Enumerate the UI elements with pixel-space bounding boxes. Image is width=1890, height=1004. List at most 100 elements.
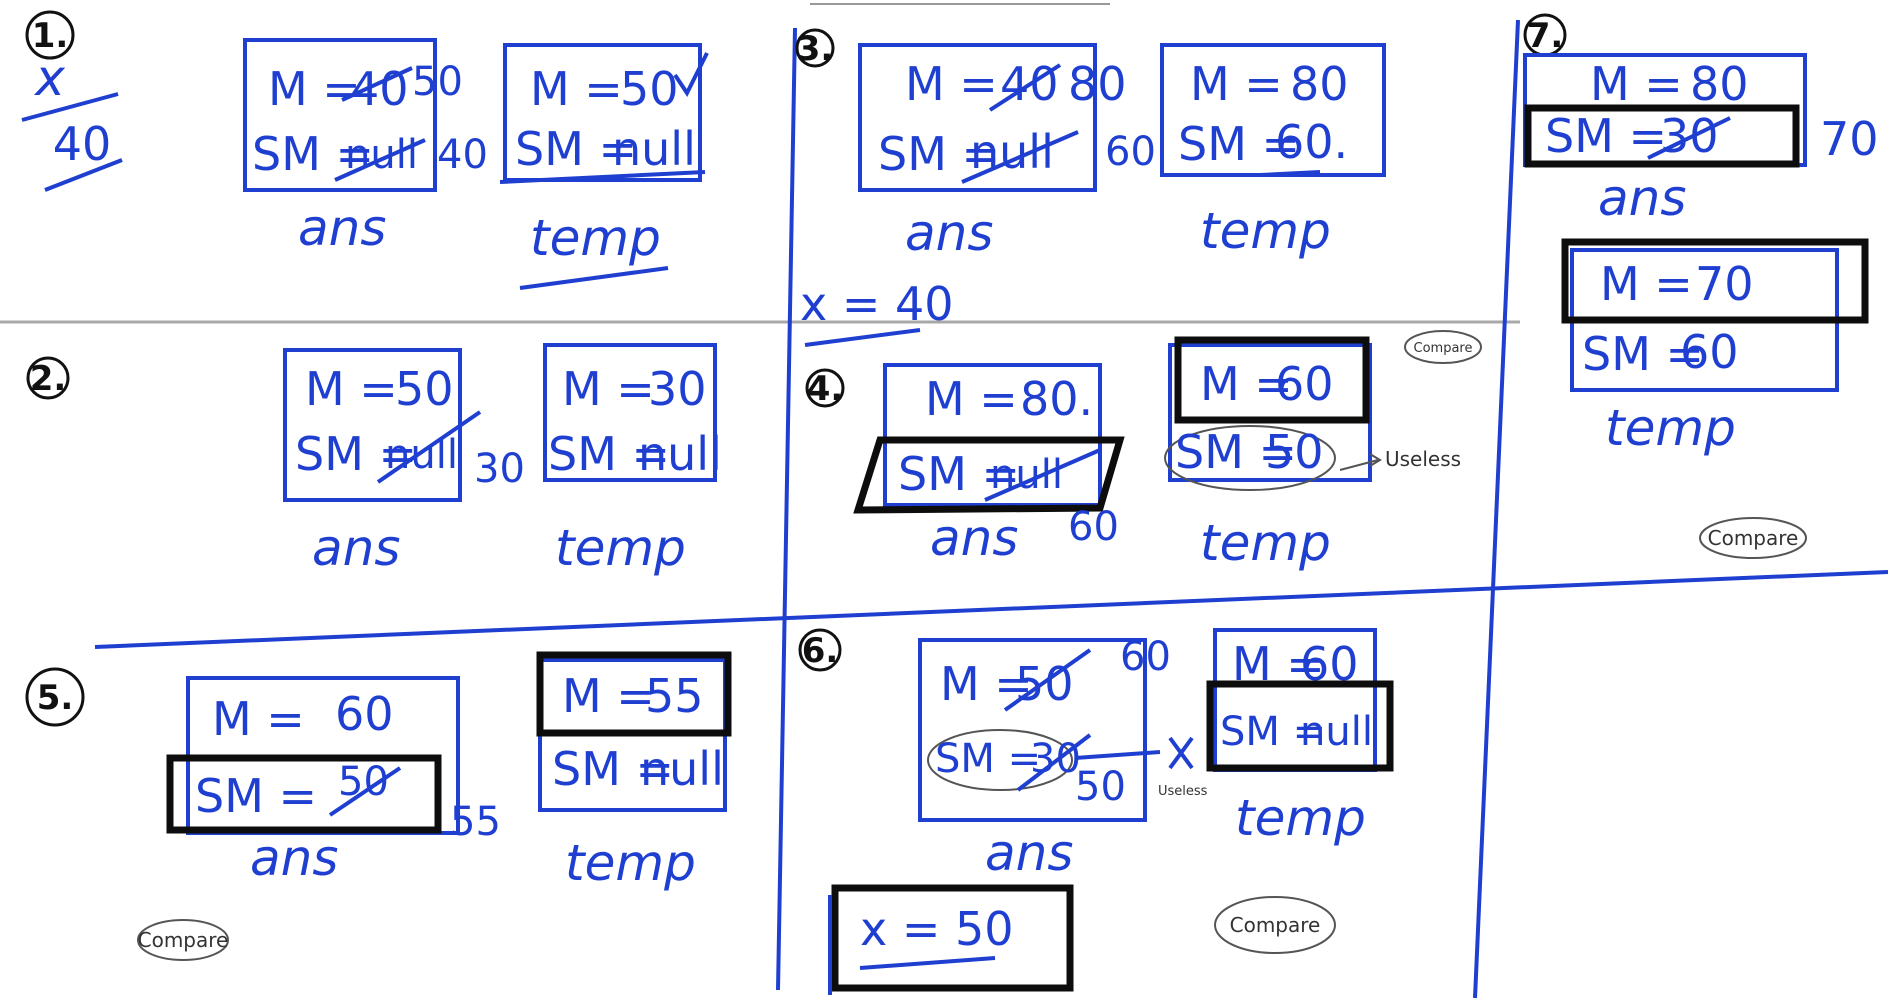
temp-sm: null xyxy=(612,122,696,176)
svg-text:SM =: SM = xyxy=(1220,709,1326,755)
ans-sm: null xyxy=(990,452,1063,498)
ans-label: ans xyxy=(930,509,1018,567)
svg-text:M =: M = xyxy=(1190,57,1283,111)
step-number: 6. xyxy=(802,631,839,671)
ans-m: 50 xyxy=(395,362,454,416)
ans-sm-new: 30 xyxy=(474,446,525,492)
ans-side-value: 60 xyxy=(1068,504,1119,550)
temp-label: temp xyxy=(1605,399,1736,457)
svg-text:M =: M = xyxy=(212,692,305,746)
temp-sm: null xyxy=(640,742,724,796)
svg-text:M =: M = xyxy=(1590,57,1683,111)
temp-sm: 50 xyxy=(1265,425,1324,479)
useless-note: Useless xyxy=(1158,784,1208,799)
svg-text:SM =: SM = xyxy=(878,127,1000,181)
temp-box xyxy=(503,43,702,182)
ans-m-new: 60 xyxy=(1120,634,1171,680)
temp-box xyxy=(1168,343,1372,482)
step-6: 6. M = 50 60 SM = 30 Useless 50 ans M = … xyxy=(798,628,1394,995)
ans-sm-highlight xyxy=(166,754,442,834)
x-equation: x = 50 xyxy=(860,902,1014,956)
svg-text:SM =: SM = xyxy=(548,427,670,481)
step-number: 7. xyxy=(1527,16,1564,56)
temp-m: 30 xyxy=(648,362,707,416)
ans-label: ans xyxy=(985,824,1073,882)
x-equation: x = 40 xyxy=(800,277,954,331)
temp-label: temp xyxy=(530,209,661,267)
svg-text:M =: M = xyxy=(1200,357,1293,411)
temp-label: temp xyxy=(1200,202,1331,260)
temp-sm: 60 xyxy=(1680,325,1739,379)
svg-text:Compare: Compare xyxy=(1708,526,1799,550)
temp-label: temp xyxy=(1200,514,1331,572)
x-equation-highlight xyxy=(831,884,1074,992)
ans-sm-new: 40 xyxy=(437,132,488,178)
step-3: 3. M = 40 80 SM = null 60 ans M = 80 SM … xyxy=(795,28,1386,347)
ans-sm-new: 70 xyxy=(1820,112,1879,166)
svg-text:M =: M = xyxy=(562,362,655,416)
step-number: 4. xyxy=(807,369,844,409)
ans-m: 80. xyxy=(1020,372,1093,426)
temp-m-highlight xyxy=(536,651,732,737)
temp-sm: null xyxy=(1300,709,1373,755)
step-4: 4. M = 80. SM = null 60 ans M = 60 SM = … xyxy=(805,330,1482,572)
temp-label: temp xyxy=(565,834,696,892)
ans-sm-highlight xyxy=(853,436,1125,514)
ans-m: 60 xyxy=(335,687,394,741)
grid-line-left-vertical xyxy=(776,27,797,991)
temp-sm-circle xyxy=(1164,425,1336,491)
grid-line-bottom-horizontal xyxy=(94,570,1889,649)
temp-m: 80 xyxy=(1290,57,1349,111)
svg-text:M =: M = xyxy=(530,62,623,116)
svg-text:SM =: SM = xyxy=(1175,425,1297,479)
compare-badge xyxy=(137,919,229,961)
ans-label: ans xyxy=(905,204,993,262)
useless-note: Useless xyxy=(1385,447,1461,471)
step-number: 5. xyxy=(37,678,74,718)
svg-text:Compare: Compare xyxy=(1414,341,1473,356)
compare-badge xyxy=(1214,896,1336,954)
step-7: 7. M = 80 SM = 30 70 ans M = 70 SM = 60 … xyxy=(1523,13,1879,559)
temp-box xyxy=(543,343,717,482)
svg-text:M =: M = xyxy=(1600,257,1693,311)
ans-sm-circle xyxy=(927,729,1073,791)
ans-sm-new: 60 xyxy=(1105,129,1156,175)
temp-sm-highlight xyxy=(1206,680,1394,772)
ans-box xyxy=(243,38,437,192)
ans-m-new: 50 xyxy=(412,59,463,105)
svg-text:SM =: SM = xyxy=(935,736,1041,782)
svg-text:M =: M = xyxy=(305,362,398,416)
temp-sm: null xyxy=(638,427,722,481)
ans-m-old: 40 xyxy=(350,62,409,116)
ans-box xyxy=(858,43,1097,192)
step-5: 5. M = 60 SM = 50 55 ans M = 55 SM = nul… xyxy=(25,651,732,961)
svg-text:SM =: SM = xyxy=(295,427,417,481)
svg-text:SM =: SM = xyxy=(552,742,674,796)
ans-m-new: 80 xyxy=(1068,57,1127,111)
ans-sm-old: null xyxy=(970,125,1054,179)
temp-label: temp xyxy=(1235,789,1366,847)
ans-label: ans xyxy=(250,829,338,887)
temp-m: 60 xyxy=(1275,357,1334,411)
step-2: 2. M = 50 SM = null 30 ans M = 30 SM = n… xyxy=(26,343,722,577)
temp-m-highlight xyxy=(1561,238,1869,324)
ans-sm-new: 55 xyxy=(450,799,501,845)
svg-text:SM =: SM = xyxy=(1582,327,1704,381)
svg-text:Compare: Compare xyxy=(138,928,229,952)
step-1: 1. x 40 M = 40 50 SM = null 40 ans M = 5… xyxy=(21,10,709,290)
svg-text:SM =: SM = xyxy=(1178,117,1300,171)
grid-line-right-vertical xyxy=(1473,19,1520,999)
temp-sm: 60. xyxy=(1275,115,1348,169)
svg-text:M =: M = xyxy=(562,669,655,723)
ans-sm-highlight xyxy=(1524,104,1800,168)
ans-label: ans xyxy=(298,199,386,257)
svg-text:SM =: SM = xyxy=(195,769,317,823)
x-symbol: x xyxy=(33,49,65,107)
ans-sm-new: 50 xyxy=(1075,764,1126,810)
temp-m-highlight xyxy=(1174,336,1370,424)
ans-m: 80 xyxy=(1690,57,1749,111)
svg-text:SM =: SM = xyxy=(515,122,637,176)
step-number: 2. xyxy=(30,359,67,399)
compare-badge xyxy=(1404,330,1482,364)
